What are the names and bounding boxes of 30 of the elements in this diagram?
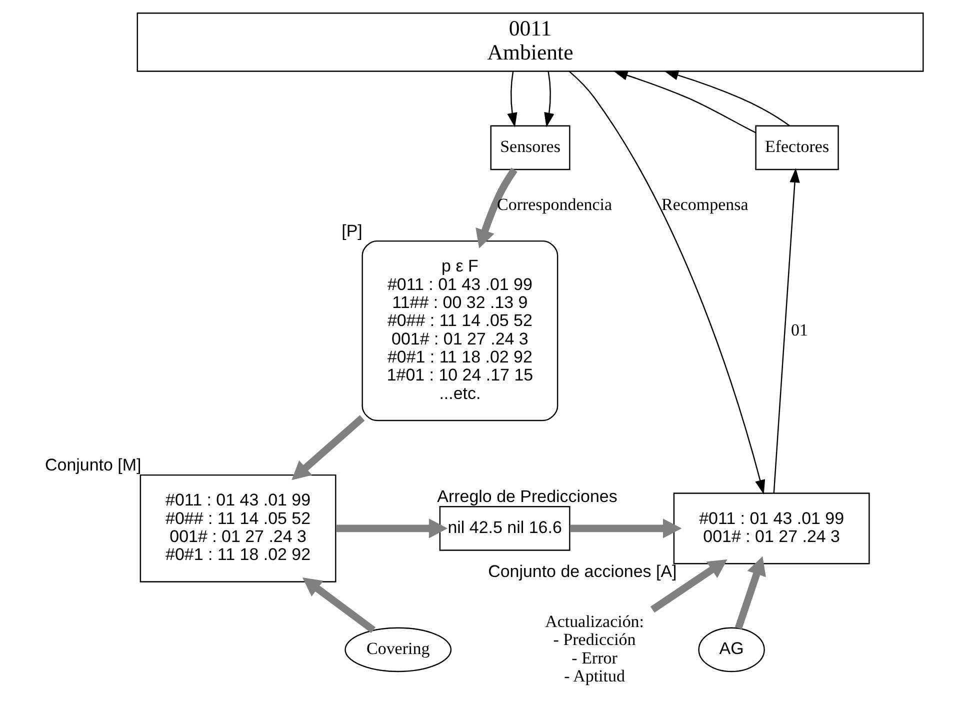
node-label: Conjunto [M] xyxy=(44,455,141,474)
arrow xyxy=(734,556,766,630)
node-box: Efectores xyxy=(754,125,838,170)
arrow xyxy=(336,518,448,538)
arrow xyxy=(569,518,682,538)
arrow xyxy=(544,71,554,128)
arrow xyxy=(650,559,727,613)
node-ellipse: Covering xyxy=(344,627,452,672)
arrow xyxy=(612,70,756,134)
node-box: 0011 Ambiente xyxy=(136,12,924,72)
arrow xyxy=(291,415,364,480)
edge-label: Recompensa xyxy=(661,194,748,214)
arrow xyxy=(663,70,790,126)
arrow xyxy=(475,168,517,248)
arrow xyxy=(772,168,800,493)
node-box: #011 : 01 43 .01 99 001# : 01 27 .24 3 xyxy=(672,492,870,564)
arrow xyxy=(302,577,376,634)
node-box: nil 42.5 nil 16.6 xyxy=(438,506,570,551)
arrow xyxy=(568,70,765,494)
edge-label: Correspondencia xyxy=(496,194,612,214)
node-box: Sensores xyxy=(490,125,570,170)
node-label: [P] xyxy=(341,221,362,240)
node-label: Arreglo de Predicciones xyxy=(436,486,617,506)
arrow xyxy=(506,71,517,128)
node-box: #011 : 01 43 .01 99 #0## : 11 14 .05 52 001# : 01 27 .24 3 #0#1 : 11 18 .02 92 xyxy=(139,474,336,582)
node-ellipse: AG xyxy=(698,627,764,672)
node-box: p ε F #011 : 01 43 .01 99 11## : 00 32 .13 9 #0## : 11 14 .05 52 001# : 01 27 .24 3 #0#1 : 11 18 .02 92 1#01 : 10 24 .17 15 ...etc. xyxy=(361,240,558,422)
edge-label: 01 xyxy=(790,320,808,340)
node-label: Conjunto de acciones [A] xyxy=(488,562,676,582)
node-text: Actualización: - Predicción - Error - Aptitud xyxy=(544,612,644,686)
